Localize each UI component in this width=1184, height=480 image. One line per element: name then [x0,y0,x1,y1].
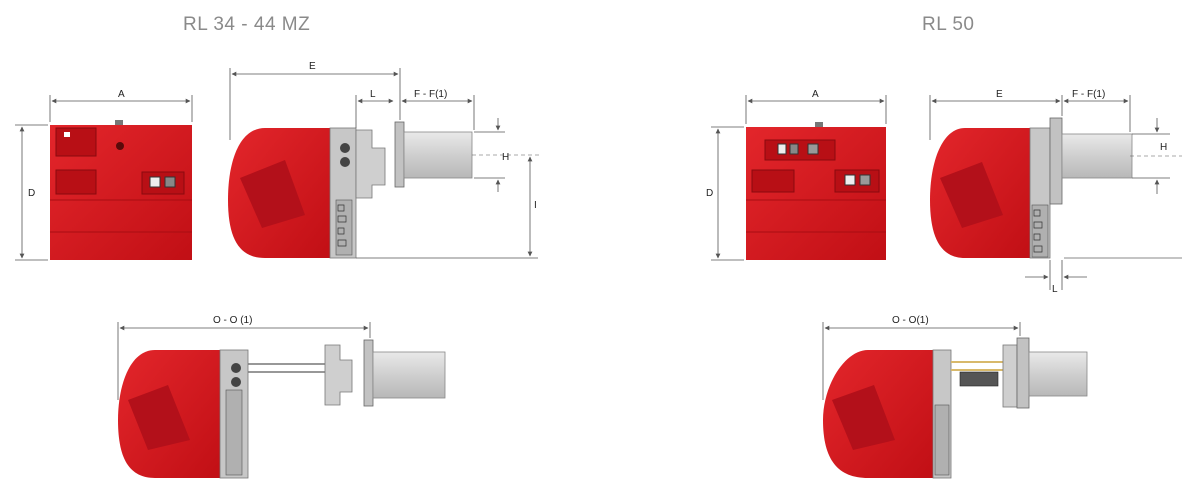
left-side-knob-1 [340,143,350,153]
right-indicator-1 [777,143,787,155]
right-label-F: F - F(1) [1072,89,1105,100]
left-screw [116,142,124,150]
right-top-knob [815,122,823,127]
right-front-panel [764,139,836,161]
left-label-E: E [309,61,316,72]
right-dim-E: E [929,89,1063,140]
right-control-box [834,169,880,193]
right-label-H: H [1160,142,1167,153]
right-label-O: O - O(1) [892,315,929,326]
left-label-L: L [370,89,376,100]
left-side-recess [240,160,305,228]
left-dim-H: H [472,118,540,192]
left-button-1 [149,176,161,188]
right-label-E: E [996,89,1003,100]
left-label-H: H [502,152,509,163]
right-front-view [746,122,886,260]
left-dim-A: A [49,89,193,122]
right-indicator-3 [807,143,819,155]
left-side-knob-2 [340,157,350,167]
left-side-view [228,121,473,259]
left-label-F: F - F(1) [414,89,447,100]
right-indicator-2 [789,143,799,155]
left-dim-O: O - O (1) [117,315,371,400]
right-dim-A: A [745,89,887,124]
left-front-panel [55,127,97,157]
left-label-I: I [534,200,537,211]
right-label-A: A [812,89,819,100]
left-control-box [141,171,185,195]
right-dim-L: L [1025,260,1087,295]
left-open-view [118,339,446,479]
right-label-L: L [1052,284,1058,295]
left-label-D: D [28,188,35,199]
right-open-view [823,337,1088,479]
right-open-flange [1016,337,1030,409]
right-dim-H: H [1064,118,1182,259]
left-dim-F: F - F(1) [401,89,475,130]
right-blast-tube [1061,133,1133,179]
left-button-2 [164,176,176,188]
left-flange [394,121,405,188]
right-front-vent [751,169,795,193]
right-title: RL 50 [922,14,975,35]
left-front-vent [55,169,97,195]
right-dim-O: O - O(1) [822,315,1021,400]
right-open-tube [1028,351,1088,397]
right-side-view [930,117,1133,259]
left-label-A: A [118,89,125,100]
left-dim-D: D [15,124,48,261]
left-indicator-light [64,132,70,137]
left-open-flange [363,339,374,407]
right-flange [1049,117,1063,205]
right-open-bracket [1002,344,1018,408]
left-open-tube [372,351,446,399]
left-side-bracket [355,129,386,199]
left-open-bracket [324,344,353,406]
left-title: RL 34 - 44 MZ [183,14,311,35]
right-dim-F: F - F(1) [1063,89,1131,132]
left-top-knob [115,120,123,125]
left-front-view [50,120,192,260]
right-dim-D: D [706,126,744,261]
right-open-electrode [959,371,999,387]
left-dim-L: L [355,89,394,128]
left-dim-E: E [229,61,401,140]
left-dim-I: I [356,156,538,259]
right-label-D: D [706,188,713,199]
left-label-O: O - O (1) [213,315,252,326]
left-blast-tube [403,131,473,179]
